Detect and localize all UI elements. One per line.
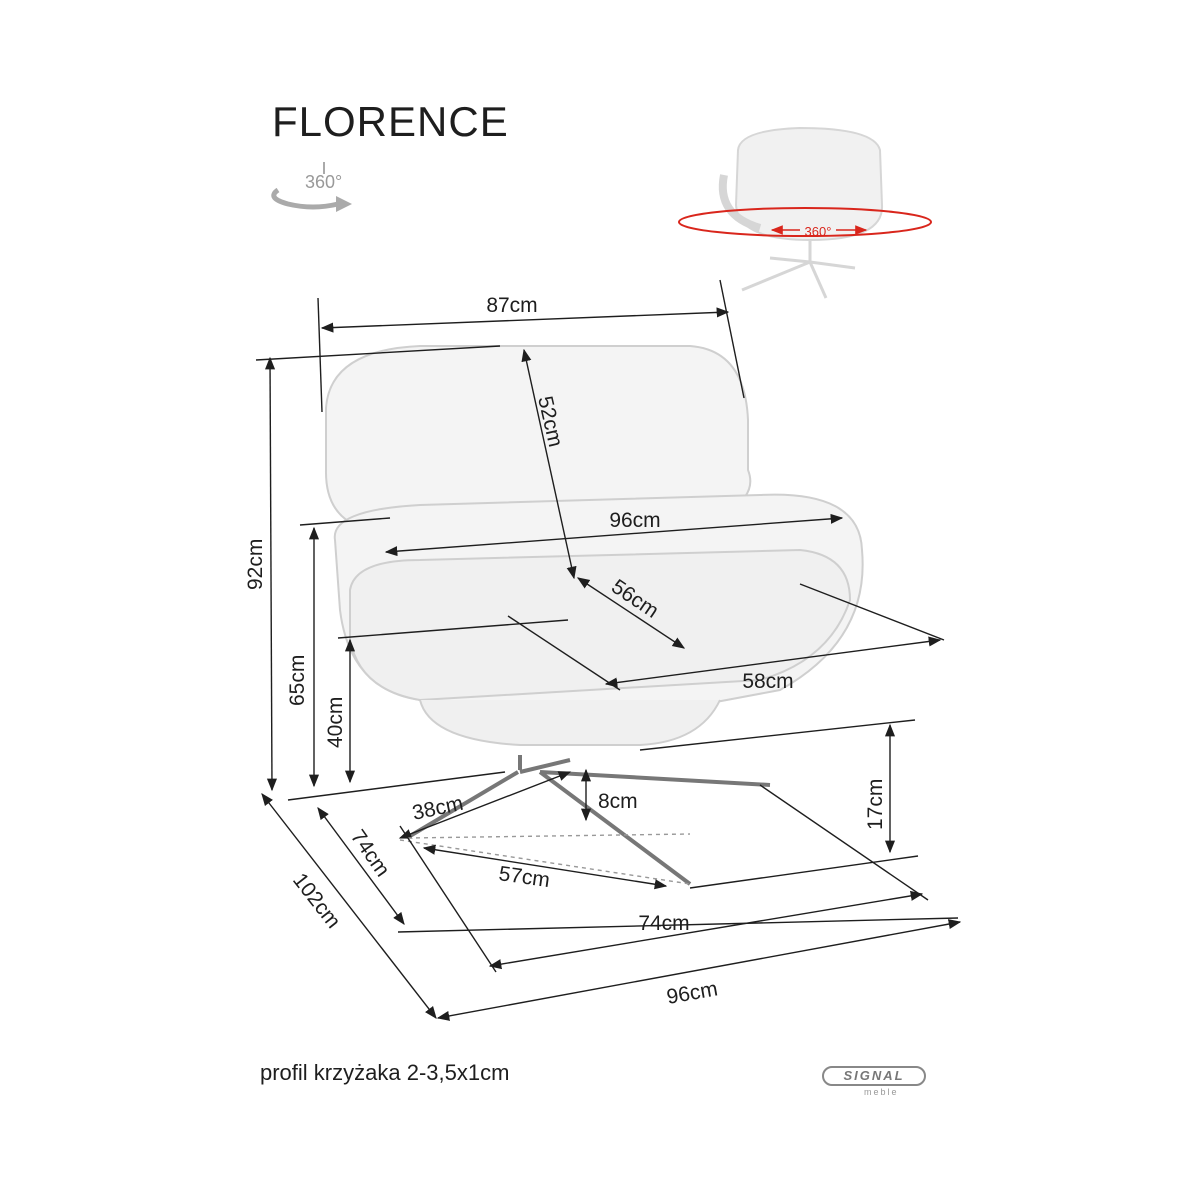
thumbnail-rotation-label: 360° bbox=[805, 224, 832, 239]
dim-seat-height: 40cm bbox=[324, 697, 347, 748]
dim-base-clearance: 8cm bbox=[598, 790, 638, 813]
brand-subtitle: meble bbox=[864, 1087, 899, 1097]
thumbnail-chair: 360° bbox=[678, 126, 932, 299]
dim-footprint-width: 74cm bbox=[638, 912, 689, 935]
brand-logo: SIGNAL bbox=[822, 1066, 926, 1086]
dim-armrest-height: 65cm bbox=[286, 655, 309, 706]
rotation-label: 360° bbox=[305, 172, 343, 192]
base-profile-note: profil krzyżaka 2-3,5x1cm bbox=[260, 1060, 510, 1085]
dim-total-width: 96cm bbox=[665, 977, 720, 1009]
dim-base-height: 17cm bbox=[864, 779, 887, 830]
dim-base-leg: 38cm bbox=[410, 792, 465, 825]
base-frame bbox=[408, 755, 771, 886]
dim-total-height: 92cm bbox=[244, 539, 267, 590]
dimension-lines bbox=[255, 279, 962, 1021]
dim-total-depth: 102cm bbox=[288, 869, 345, 933]
dim-armrest-width: 96cm bbox=[609, 509, 660, 532]
dim-top-width: 87cm bbox=[486, 294, 537, 317]
dim-seat-width: 58cm bbox=[742, 670, 793, 693]
product-title: FLORENCE bbox=[272, 98, 509, 145]
dim-base-depth: 74cm bbox=[346, 826, 394, 881]
rotation-360-icon: 360° bbox=[258, 160, 358, 220]
